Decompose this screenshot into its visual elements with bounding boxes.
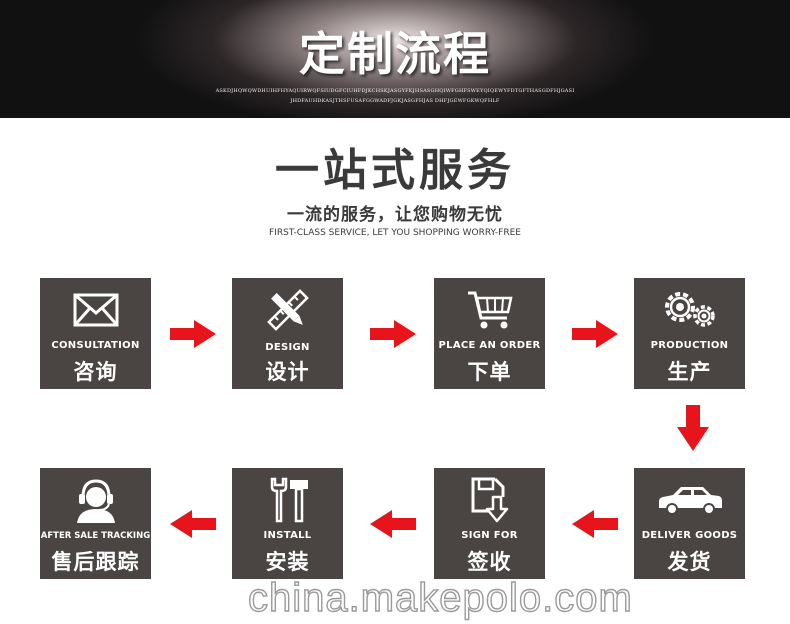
pencil-ruler-icon bbox=[232, 288, 343, 332]
section-title: 一站式服务 bbox=[275, 145, 515, 196]
car-icon bbox=[634, 478, 745, 522]
envelope-icon bbox=[40, 288, 151, 332]
step-cn-label: 售后跟踪 bbox=[51, 550, 140, 574]
section-subtitle: 一流的服务，让您购物无忧 bbox=[287, 205, 503, 225]
arrow-right-icon bbox=[370, 320, 416, 348]
step-en-label: SIGN FOR bbox=[461, 530, 518, 541]
step-cn-label: 下单 bbox=[467, 360, 512, 384]
step-deliver-goods: DELIVER GOODS 发货 bbox=[634, 468, 745, 579]
step-en-label: DESIGN bbox=[265, 342, 310, 353]
arrow-down-icon bbox=[677, 405, 709, 451]
step-install: INSTALL 安装 bbox=[232, 468, 343, 579]
banner-title: 定制流程 bbox=[299, 27, 491, 81]
step-cn-label: 签收 bbox=[467, 550, 512, 574]
step-consultation: CONSULTATION 咨询 bbox=[40, 278, 151, 389]
section-subtitle-en: FIRST-CLASS SERVICE, LET YOU SHOPPING WO… bbox=[269, 228, 521, 238]
arrow-left-icon bbox=[170, 510, 216, 538]
arrow-right-icon bbox=[170, 320, 216, 348]
step-sign-for: SIGN FOR 签收 bbox=[434, 468, 545, 579]
step-after-sale-tracking: AFTER SALE TRACKING 售后跟踪 bbox=[40, 468, 151, 579]
banner-subtitle: ASKDJHQWQWDHUIHFHYAQUIRWQFSIUDGFCIUHFDJK… bbox=[215, 88, 575, 104]
step-en-label: PLACE AN ORDER bbox=[438, 340, 541, 351]
shopping-cart-icon bbox=[434, 288, 545, 332]
arrow-left-icon bbox=[370, 510, 416, 538]
arrow-right-icon bbox=[572, 320, 618, 348]
step-cn-label: 发货 bbox=[667, 550, 712, 574]
gears-icon bbox=[634, 288, 745, 332]
step-cn-label: 安装 bbox=[265, 550, 310, 574]
tools-icon bbox=[232, 477, 343, 523]
step-cn-label: 设计 bbox=[265, 360, 310, 384]
headset-person-icon bbox=[40, 478, 151, 523]
arrow-left-icon bbox=[572, 510, 618, 538]
step-design: DESIGN 设计 bbox=[232, 278, 343, 389]
download-box-icon bbox=[434, 477, 545, 523]
step-cn-label: 生产 bbox=[667, 360, 712, 384]
step-en-label: CONSULTATION bbox=[51, 340, 140, 351]
step-en-label: PRODUCTION bbox=[650, 340, 729, 351]
step-en-label: DELIVER GOODS bbox=[641, 530, 738, 541]
watermark: china.makepolo.com bbox=[247, 575, 633, 620]
header-banner: 定制流程 ASKDJHQWQWDHUIHFHYAQUIRWQFSIUDGFCIU… bbox=[0, 0, 790, 118]
step-production: PRODUCTION 生产 bbox=[634, 278, 745, 389]
step-en-label: AFTER SALE TRACKING bbox=[40, 531, 151, 541]
step-en-label: INSTALL bbox=[263, 530, 312, 541]
step-place-order: PLACE AN ORDER 下单 bbox=[434, 278, 545, 389]
step-cn-label: 咨询 bbox=[73, 360, 118, 384]
